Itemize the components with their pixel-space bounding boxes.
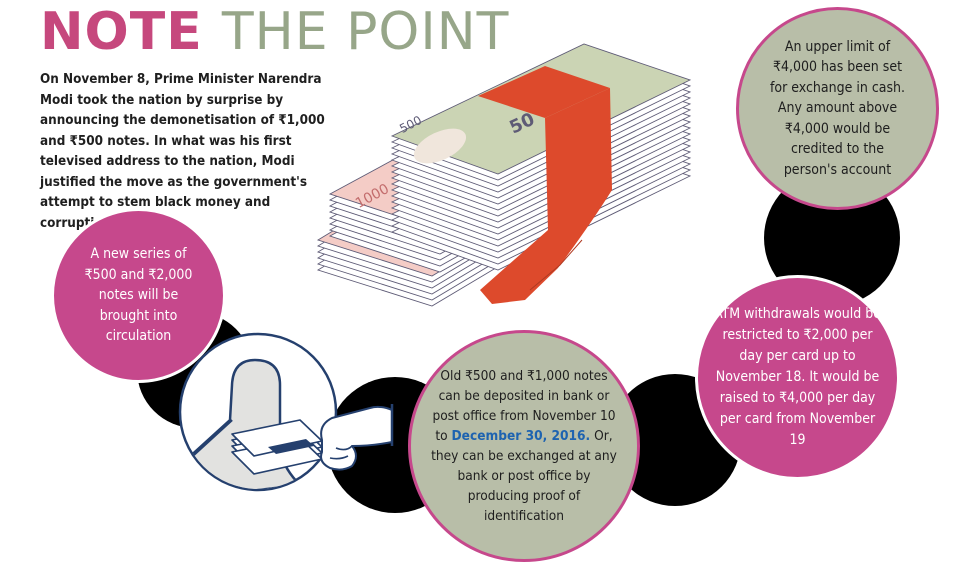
title-the-point: THE POINT <box>221 2 510 62</box>
title-note: NOTE <box>40 2 203 62</box>
atm-bubble: ATM withdrawals would be restricted to ₹… <box>695 275 900 480</box>
upper-limit-bubble: An upper limit of ₹4,000 has been set fo… <box>736 7 939 210</box>
deposit-date: December 30, 2016. <box>451 428 591 444</box>
upper-limit-text: An upper limit of ₹4,000 has been set fo… <box>769 38 906 178</box>
intro-paragraph: On November 8, Prime Minister Narendra M… <box>40 72 325 231</box>
atm-text: ATM withdrawals would be restricted to ₹… <box>713 306 881 448</box>
new-series-text: A new series of ₹500 and ₹2,000 notes wi… <box>84 246 193 345</box>
deposit-before: Old ₹500 and ₹1,000 notes can be deposit… <box>432 368 616 444</box>
deposit-bubble: Old ₹500 and ₹1,000 notes can be deposit… <box>408 330 640 562</box>
page-title: NOTE THE POINT <box>40 2 509 62</box>
deposit-after: Or, they can be exchanged at any bank or… <box>431 428 617 524</box>
currency-stack-icon: 1000 500 50 <box>316 43 692 307</box>
new-series-bubble: A new series of ₹500 and ₹2,000 notes wi… <box>51 208 226 383</box>
deposit-text: Old ₹500 and ₹1,000 notes can be deposit… <box>429 366 619 526</box>
hand-with-cash-icon <box>178 332 394 492</box>
